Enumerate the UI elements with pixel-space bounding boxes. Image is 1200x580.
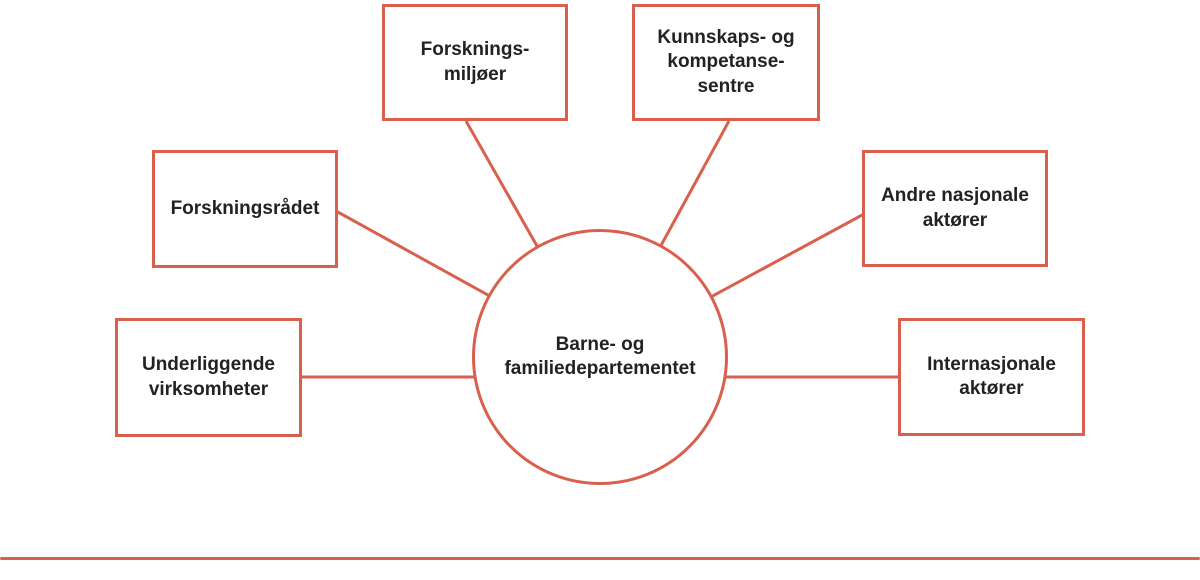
node-underliggende-virksomheter: Underliggende virksomheter — [115, 318, 302, 437]
node-forskningsmiljoer: Forsknings- miljøer — [382, 4, 568, 121]
node-internasjonale-aktorer: Internasjonale aktører — [898, 318, 1085, 436]
center-node-label: Barne- og familiedepartementet — [504, 333, 696, 379]
node-label: Kunnskaps- og kompetanse- sentre — [657, 27, 795, 97]
node-label: Andre nasjonale aktører — [881, 185, 1029, 231]
node-kunnskaps-kompetansesentre: Kunnskaps- og kompetanse- sentre — [632, 4, 820, 121]
node-label: Internasjonale aktører — [927, 353, 1056, 399]
bottom-divider — [0, 557, 1200, 560]
node-label: Forskningsrådet — [170, 197, 320, 219]
node-label: Forsknings- miljøer — [420, 39, 530, 85]
node-label: Underliggende virksomheter — [141, 354, 275, 400]
node-forskningsradet: Forskningsrådet — [152, 150, 338, 268]
node-barne-og-familiedepartementet: Barne- og familiedepartementet — [472, 229, 728, 485]
node-andre-nasjonale-aktorer: Andre nasjonale aktører — [862, 150, 1048, 267]
